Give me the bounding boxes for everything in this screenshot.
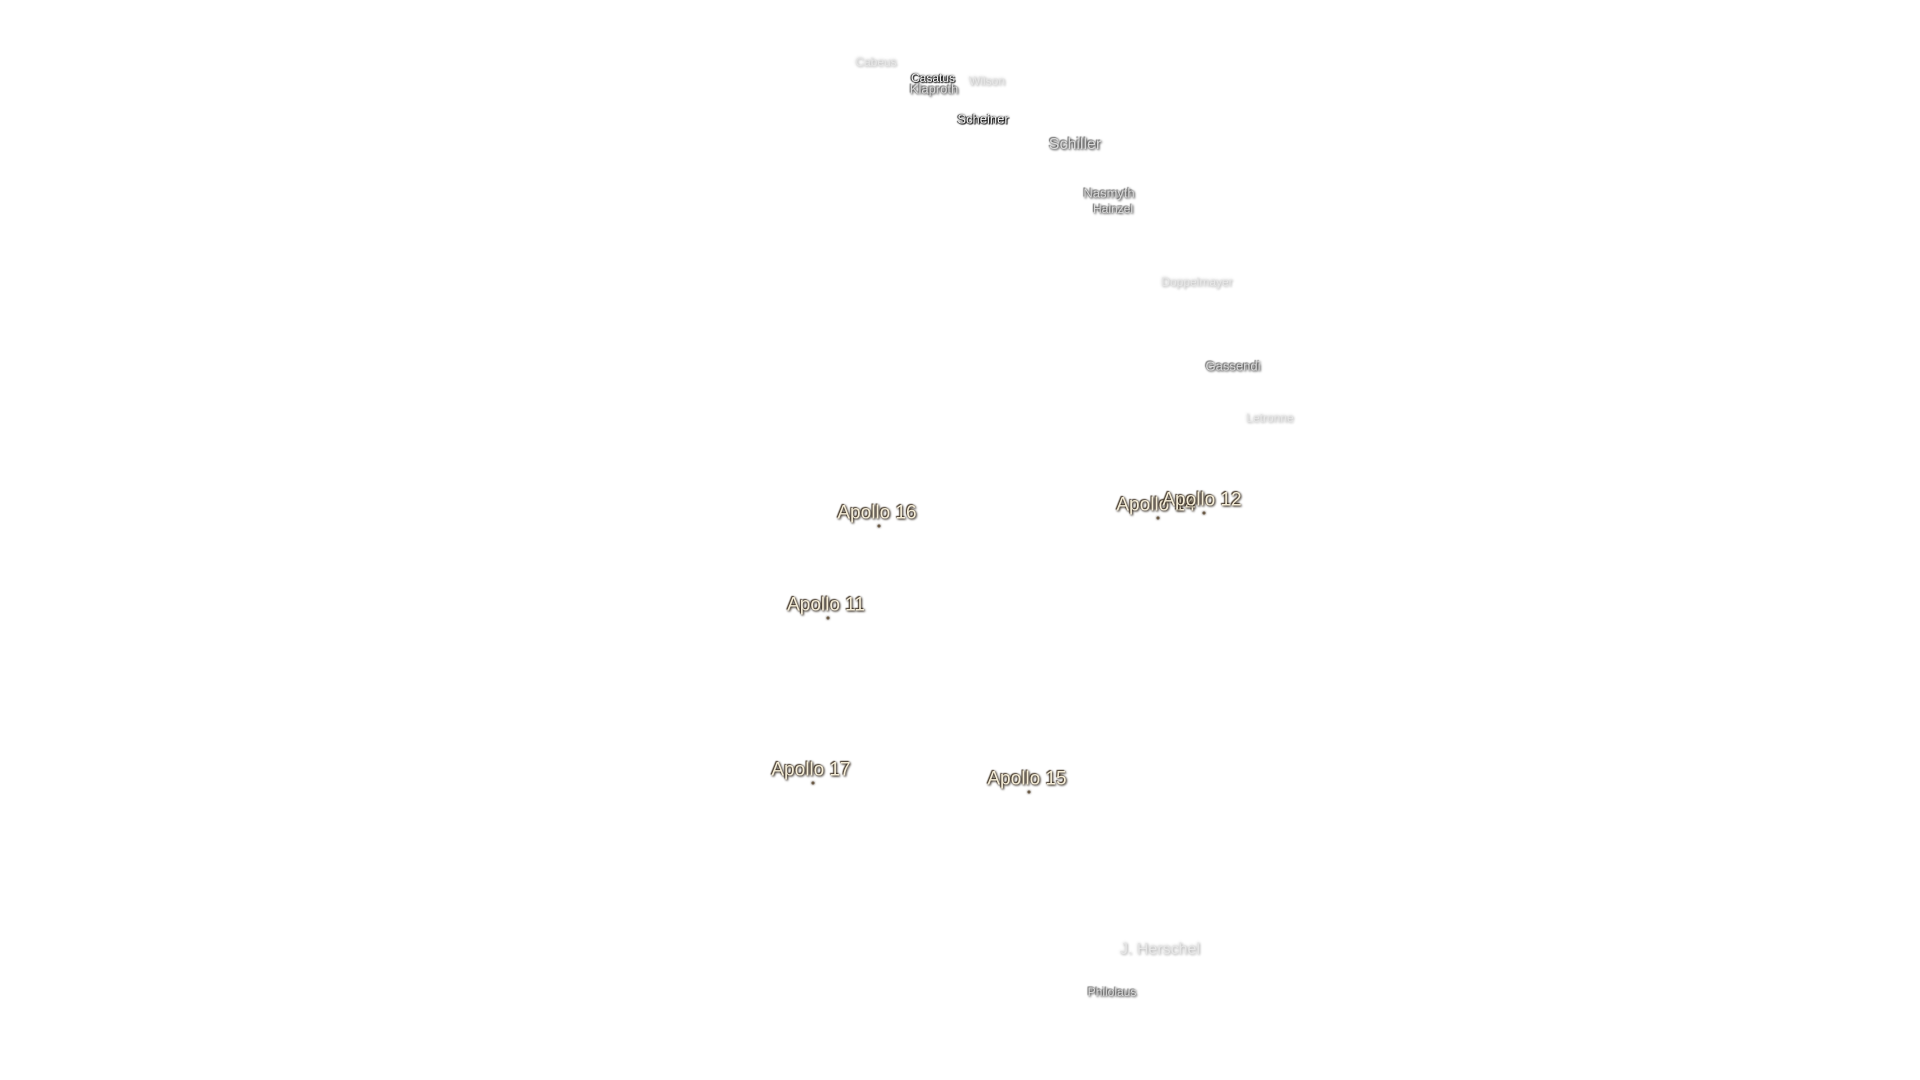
apollo-label-17[interactable]: Apollo 17 [771, 759, 851, 781]
crater-label-scheiner[interactable]: Scheiner [957, 111, 1009, 127]
crater-label-doppelmayer[interactable]: Doppelmayer [1161, 275, 1233, 289]
crater-label-hainzel[interactable]: Hainzel [1092, 202, 1134, 216]
crater-label-gassendi[interactable]: Gassendi [1205, 358, 1261, 374]
crater-label-wilson[interactable]: Wilson [968, 74, 1006, 88]
apollo-15-site-marker[interactable] [1027, 790, 1031, 794]
apollo-label-14[interactable]: Apollo 14 [1116, 494, 1196, 516]
crater-label-philolaus[interactable]: Philolaus [1087, 985, 1137, 999]
crater-label-cabeus[interactable]: Cabeus [855, 55, 897, 69]
apollo-16-site-marker[interactable] [877, 524, 881, 528]
apollo-17-site-marker[interactable] [811, 781, 815, 785]
apollo-14-site-marker[interactable] [1156, 516, 1160, 520]
apollo-label-11[interactable]: Apollo 11 [787, 594, 865, 616]
crater-label-casatus[interactable]: Casatus [910, 71, 956, 85]
crater-label-letronne[interactable]: Letronne [1246, 411, 1294, 425]
crater-label-klaproth[interactable]: Klaproth [909, 81, 959, 97]
crater-label-schiller[interactable]: Schiller [1048, 136, 1102, 153]
crater-label-j-herschel[interactable]: J. Herschel [1119, 941, 1201, 958]
apollo-label-16[interactable]: Apollo 16 [837, 502, 917, 524]
crater-label-nasmyth[interactable]: Nasmyth [1083, 185, 1135, 201]
apollo-label-12[interactable]: Apollo 12 [1162, 489, 1242, 511]
apollo-12-site-marker[interactable] [1202, 511, 1206, 515]
apollo-label-15[interactable]: Apollo 15 [987, 768, 1067, 790]
apollo-11-site-marker[interactable] [826, 616, 830, 620]
